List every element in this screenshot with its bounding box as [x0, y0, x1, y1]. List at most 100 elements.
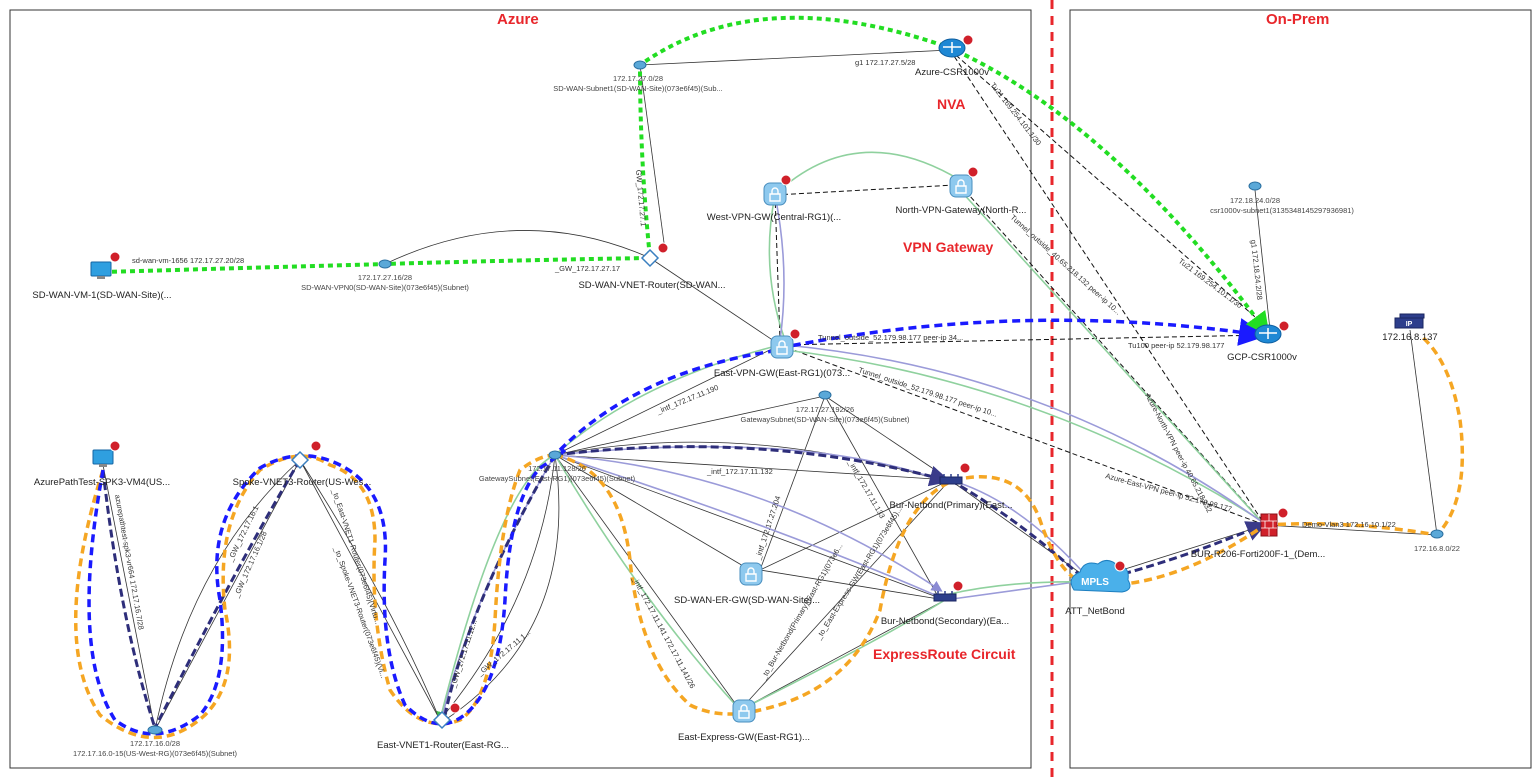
vm-monitor-icon: [92, 449, 114, 465]
gateway-subnet-east-node[interactable]: 172.17.11.128/26 GatewaySubnet(East-RG1)…: [479, 450, 636, 483]
ip-host-icon: [1394, 313, 1425, 329]
navy-path: [153, 459, 302, 729]
sdwan-subnet1-node[interactable]: 172.17.27.0/28 SD-WAN-Subnet1(SD-WAN-Sit…: [553, 60, 723, 93]
alert-badge-icon: [952, 580, 964, 592]
vnet-router-icon: [290, 450, 310, 470]
east-vnet1-router-node[interactable]: East-VNET1-Router(East-RG...: [377, 702, 509, 751]
azure-csr1000v-router[interactable]: Azure-CSR1000v: [915, 34, 989, 78]
blue-path-group: [87, 318, 1267, 736]
att-netbond-mpls-node[interactable]: MPLS ATT_NetBond: [1065, 560, 1131, 617]
link: [439, 454, 556, 721]
node-label: West-VPN-GW(Central-RG1)(...: [707, 212, 841, 223]
orange-path: [554, 453, 1266, 716]
link: [759, 395, 826, 571]
forti-firewall-node[interactable]: BUR-R206-Forti200F-1_(Dem...: [1191, 507, 1326, 560]
azure-pathtest-vm4-node[interactable]: AzurePathTest-SPK3-VM4(US...: [34, 440, 170, 488]
link: [759, 569, 946, 601]
circuit-icon: [933, 593, 957, 602]
edge-label-sdwan-vm-ip: sd-wan-vm-1656 172.17.27.20/28: [132, 256, 244, 265]
sdwan-er-gw-node[interactable]: SD-WAN-ER-GW(SD-WAN-Site)...: [674, 562, 820, 606]
vpn-section-label: VPN Gateway: [903, 239, 993, 255]
flow-line: [784, 349, 1261, 521]
subnet-172-17-16-node[interactable]: 172.17.16.0/28 172.17.16.0-15(US-West-RG…: [73, 725, 238, 758]
ip-badge-label: IP: [1406, 321, 1413, 328]
node-label: North-VPN-Gateway(North-R...: [896, 205, 1027, 216]
spoke-vnet3-router-node[interactable]: Spoke-VNET3-Router(US-Wes...: [233, 440, 372, 488]
link: [824, 395, 941, 601]
link: [299, 459, 441, 721]
subnet-172-16-8-node[interactable]: 172.16.8.0/22: [1414, 529, 1460, 553]
lock-icon: [745, 567, 757, 582]
alert-badge-icon: [959, 462, 971, 474]
east-express-gw-node[interactable]: East-Express-GW(East-RG1)...: [678, 699, 810, 743]
node-label: Bur-Netbond(Secondary)(Ea...: [881, 616, 1009, 627]
subnet-icon: [548, 450, 562, 460]
thin-link-group: [102, 49, 1438, 731]
node-label: Spoke-VNET3-Router(US-Wes...: [233, 477, 372, 488]
tunnel: [779, 344, 1266, 526]
node-label: AzurePathTest-SPK3-VM4(US...: [34, 477, 170, 488]
gateway-subnet-sdwan-node[interactable]: 172.17.27.192/26 GatewaySubnet(SD-WAN-Si…: [741, 390, 910, 424]
alert-badge-icon: [789, 328, 801, 340]
lock-icon: [769, 187, 781, 202]
link: [639, 49, 951, 66]
edge-label-gw-27-17: _GW_172.17.27.17: [554, 264, 620, 273]
edge-label-g1-gcp: g1 172.18.24.2/28: [1249, 239, 1264, 300]
sdwan-vnet-router-node[interactable]: SD-WAN-VNET-Router(SD-WAN...: [578, 242, 726, 291]
link: [444, 454, 560, 721]
link: [739, 599, 946, 711]
link: [154, 459, 301, 731]
alert-badge-icon: [109, 440, 121, 452]
alert-badge-icon: [310, 440, 322, 452]
subnet-icon: [1248, 181, 1262, 191]
east-vpn-gw-node[interactable]: East-VPN-GW(East-RG1)(073...: [714, 328, 850, 379]
edge-label-gw-11-12: _GW_172.17.11.12...: [448, 619, 479, 690]
link: [554, 454, 946, 601]
edge-label-intf-132: _intf_172.17.11.132: [706, 467, 773, 476]
node-label: 172.17.16.0/28: [130, 739, 180, 748]
flow-line: [739, 599, 946, 711]
link: [554, 344, 781, 456]
azure-region-box: [9, 9, 1032, 769]
node-label: 172.16.8.137: [1382, 332, 1437, 343]
node-label: 172.18.24.0/28: [1230, 196, 1280, 205]
edge-label-tu100: Tu100 peer-ip 52.179.98.177: [1128, 341, 1224, 350]
onprem-region-box: [1069, 9, 1532, 769]
node-sublabel: csr1000v-subnet1(3135348145297936981): [1210, 206, 1354, 215]
circuit-ports-icon: [937, 591, 953, 594]
edge-label-tu21-a: Tu21 169.254.101.1/30: [988, 81, 1043, 147]
vm-stand-icon: [99, 464, 107, 467]
node-label: 172.17.27.192/26: [796, 405, 854, 414]
edge-label-intf-141: _intf_172.17.11.141 172.17.11.141/26: [630, 574, 697, 690]
link: [154, 459, 301, 731]
navy-path: [101, 469, 157, 729]
csr1000v-subnet-node[interactable]: 172.18.24.0/28 csr1000v-subnet1(31353481…: [1210, 181, 1354, 215]
tunnel: [949, 49, 1271, 331]
bur-netbond-secondary-node[interactable]: Bur-Netbond(Secondary)(Ea...: [881, 580, 1009, 627]
north-vpn-gateway-node[interactable]: North-VPN-Gateway(North-R...: [896, 166, 1027, 216]
sdwan-vpn0-subnet-node[interactable]: 172.17.27.16/28 SD-WAN-VPN0(SD-WAN-Site)…: [301, 259, 469, 292]
vnet-router-icon: [640, 248, 660, 268]
bur-netbond-primary-node[interactable]: Bur-Netbond(Primary)(East...: [889, 462, 1013, 511]
ip-host-node[interactable]: IP 172.16.8.137: [1382, 313, 1438, 343]
vm-monitor-icon: [90, 261, 112, 277]
alert-badge-icon: [449, 702, 461, 714]
orange-path: [74, 453, 556, 740]
west-vpn-gw-node[interactable]: West-VPN-GW(Central-RG1)(...: [707, 174, 841, 223]
edge-label-tunnel-east-2: Tunnel_outside_52.179.98.177 peer-ip 10.…: [857, 365, 998, 418]
node-sublabel: GatewaySubnet(SD-WAN-Site)(073e6f45)(Sub…: [741, 415, 910, 424]
link: [384, 230, 651, 265]
gcp-csr1000v-router[interactable]: GCP-CSR1000v: [1227, 320, 1297, 363]
subnet-icon: [378, 259, 392, 269]
edge-label-tunnel-north: Tunnel_outside_40.65.218.132 peer-ip 10.…: [1009, 213, 1123, 317]
sdwan-vm-node[interactable]: SD-WAN-VM-1(SD-WAN-Site)(...: [32, 251, 172, 301]
edge-label-intf-190: _intf_172.17.11.190: [654, 383, 719, 416]
alert-badge-icon: [967, 166, 979, 178]
node-sublabel: 172.17.16.0-15(US-West-RG)(073e6f45)(Sub…: [73, 749, 238, 758]
alert-badge-icon: [657, 242, 669, 254]
navy-path: [554, 445, 951, 487]
vnet-router-icon: [432, 710, 452, 730]
tunnel: [774, 194, 781, 341]
node-label: East-VPN-GW(East-RG1)(073...: [714, 368, 850, 379]
mpls-cloud-label: MPLS: [1081, 577, 1109, 588]
